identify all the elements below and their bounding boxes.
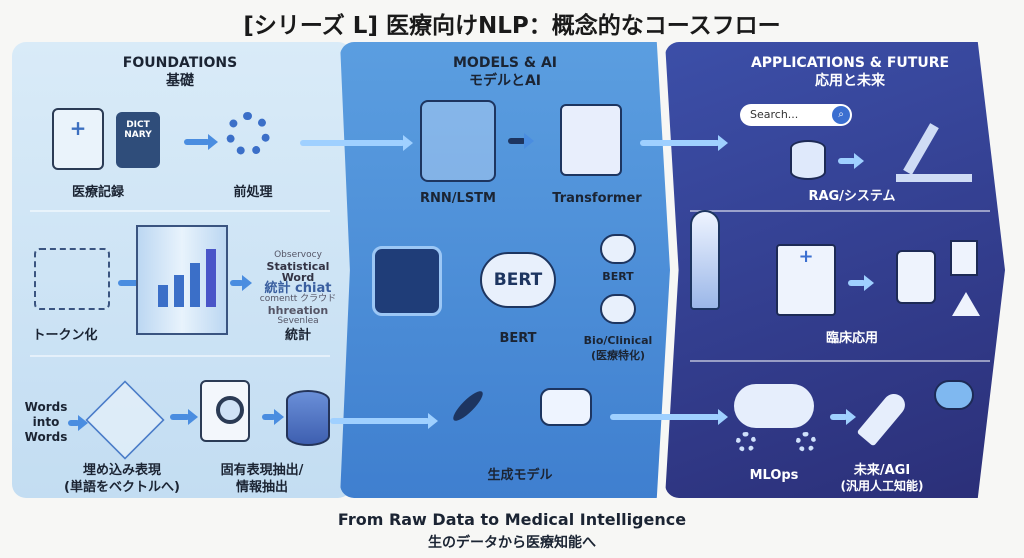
models-header: MODELS & AI モデルとAI: [370, 54, 640, 90]
checklist-icon: [896, 250, 936, 304]
arrow-icon: [848, 275, 874, 291]
arrow-icon: [830, 409, 856, 425]
label-ner: 固有表現抽出/: [220, 463, 304, 478]
alert-document-icon: [950, 240, 978, 276]
rnn-network-icon: [420, 100, 496, 182]
label-bio-clinical-sub: (医療特化): [590, 349, 646, 362]
medical-record-icon: +: [52, 108, 104, 170]
cloud-server-icon: [734, 384, 814, 428]
gear-icon: [796, 432, 816, 452]
label-transformer: Transformer: [552, 191, 642, 206]
word-cloud: Observocy Statistical Word 統計 chiat come…: [250, 250, 346, 327]
cloud-word: comentt クラウド: [259, 294, 337, 304]
robot-arm-icon: [896, 112, 972, 182]
label-clinical-applications: 臨床応用: [825, 331, 879, 346]
divider: [30, 355, 330, 357]
flow-arrow: [640, 135, 728, 151]
label-rag-system: RAG/システム: [808, 189, 896, 204]
label-bert: BERT: [499, 331, 537, 346]
search-placeholder: Search...: [750, 108, 799, 121]
brain-icon: [600, 294, 636, 324]
flow-arrow: [330, 413, 438, 429]
arrow-icon: [230, 275, 252, 291]
cloud-word: Sevenlea: [277, 316, 319, 326]
cloud-word: hhreation: [267, 304, 329, 317]
search-input[interactable]: Search... ⌕: [740, 104, 852, 126]
label-future-agi-sub: (汎用人工知能): [840, 479, 924, 493]
apps-header: APPLICATIONS & FUTURE 応用と未来: [700, 54, 1000, 90]
flow-arrow: [610, 409, 728, 425]
flow-arrow: [300, 135, 413, 151]
cloud-word: Statistical Word: [266, 260, 330, 284]
arrow-icon: [508, 133, 534, 149]
label-medical-records: 医療記録: [71, 185, 125, 200]
label-mlops: MLOps: [749, 468, 799, 483]
label-tokenization: トークン化: [32, 328, 98, 343]
footer-english: From Raw Data to Medical Intelligence: [337, 510, 687, 529]
gear-icon: [226, 112, 270, 156]
footer-japanese: 生のデータから医療知能へ: [428, 535, 596, 551]
label-bio-clinical: Bio/Clinical: [583, 334, 653, 347]
foundations-title: FOUNDATIONS: [122, 55, 238, 71]
foundations-subtitle: 基礎: [166, 73, 194, 89]
label-embeddings: 埋め込み表現: [82, 463, 162, 478]
arrow-icon: [262, 409, 284, 425]
tokenization-icon: [34, 248, 110, 310]
database-icon: [790, 140, 826, 180]
arrow-icon: [184, 134, 218, 150]
rocket-icon: [690, 210, 720, 310]
dictionary-icon: DICT NARY: [116, 112, 160, 168]
label-words-into-words: Words into Words: [24, 400, 68, 444]
divider: [690, 210, 990, 212]
brain-icon: [934, 380, 974, 410]
apps-subtitle: 応用と未来: [815, 73, 885, 89]
label-bert-small: BERT: [602, 270, 634, 283]
arrow-icon: [170, 409, 198, 425]
document-search-icon: [200, 380, 250, 442]
divider: [690, 360, 990, 362]
apps-title: APPLICATIONS & FUTURE: [750, 55, 950, 71]
label-ie: 情報抽出: [235, 480, 289, 495]
label-generative-models: 生成モデル: [487, 468, 553, 483]
page-title: [シリーズ L] 医療向けNLP：概念的なコースフロー: [243, 13, 781, 39]
statistics-chart-icon: [136, 225, 228, 335]
label-future-agi: 未来/AGI: [853, 463, 911, 478]
database-icon: [286, 390, 330, 446]
gear-icon: [736, 432, 756, 452]
divider: [30, 210, 330, 212]
transformer-icon: [560, 104, 622, 176]
arrow-icon: [68, 415, 88, 431]
cloud-word: Observocy: [274, 250, 322, 260]
label-embeddings-sub: (単語をベクトルへ): [64, 480, 180, 495]
models-title: MODELS & AI: [452, 55, 558, 71]
brain-icon: [600, 234, 636, 264]
hospital-icon: +: [776, 244, 836, 316]
arrow-icon: [838, 153, 864, 169]
cloud-word: 統計 chiat: [264, 281, 332, 296]
label-statistics: 統計: [284, 328, 312, 343]
label-preprocessing: 前処理: [233, 185, 273, 200]
foundations-header: FOUNDATIONS 基礎: [40, 54, 320, 90]
chat-bubble-icon: [540, 388, 592, 426]
ai-chip-icon: [372, 246, 442, 316]
bert-brain-icon: BERT: [480, 252, 556, 308]
label-rnn-lstm: RNN/LSTM: [420, 191, 496, 206]
search-icon[interactable]: ⌕: [832, 106, 850, 124]
models-subtitle: モデルとAI: [468, 73, 542, 89]
warning-icon: [952, 292, 980, 316]
